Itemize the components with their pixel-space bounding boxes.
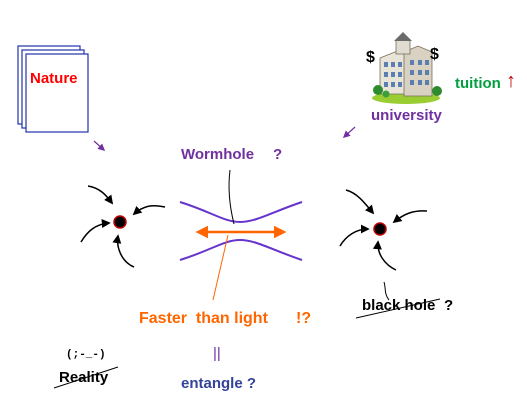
dollar-sign-left-icon: $ — [366, 49, 375, 66]
reality-label: Reality — [59, 369, 109, 386]
nature-connector-arrow — [93, 140, 106, 151]
faster-than-light-label: Faster than light — [139, 310, 268, 327]
entangle-label: entangle ? — [181, 375, 257, 392]
tuition-up-arrow-icon: ↑ — [506, 70, 516, 92]
reality-strikethrough — [53, 366, 119, 389]
ftl-exclaim-question-mark: !? — [296, 310, 312, 327]
black-hole-question-mark: ? — [444, 297, 454, 314]
ftl-pointer-line — [212, 234, 229, 301]
black-hole-pointer-line — [383, 281, 390, 301]
black-hole-label: black hole — [362, 297, 436, 314]
wormhole-pointer-line — [228, 169, 235, 225]
wormhole-question-mark: ? — [273, 146, 283, 163]
university-building-icon — [372, 32, 442, 104]
tuition-label: tuition — [455, 75, 501, 92]
wormhole-upper-curve — [179, 201, 303, 224]
right-black-hole — [339, 189, 428, 271]
dollar-sign-right-icon: $ — [430, 46, 439, 63]
equals-sign-vertical: || — [213, 345, 221, 362]
face-emoticon: (;-_-) — [66, 349, 106, 361]
black-hole-strikethrough — [355, 298, 441, 319]
wormhole-lower-curve — [179, 238, 303, 261]
left-black-hole — [80, 185, 166, 268]
nature-label: Nature — [30, 70, 78, 87]
university-connector-arrow — [342, 126, 356, 138]
nature-book-icon — [17, 45, 89, 133]
university-label: university — [371, 107, 442, 124]
wormhole-label: Wormhole — [181, 146, 255, 163]
